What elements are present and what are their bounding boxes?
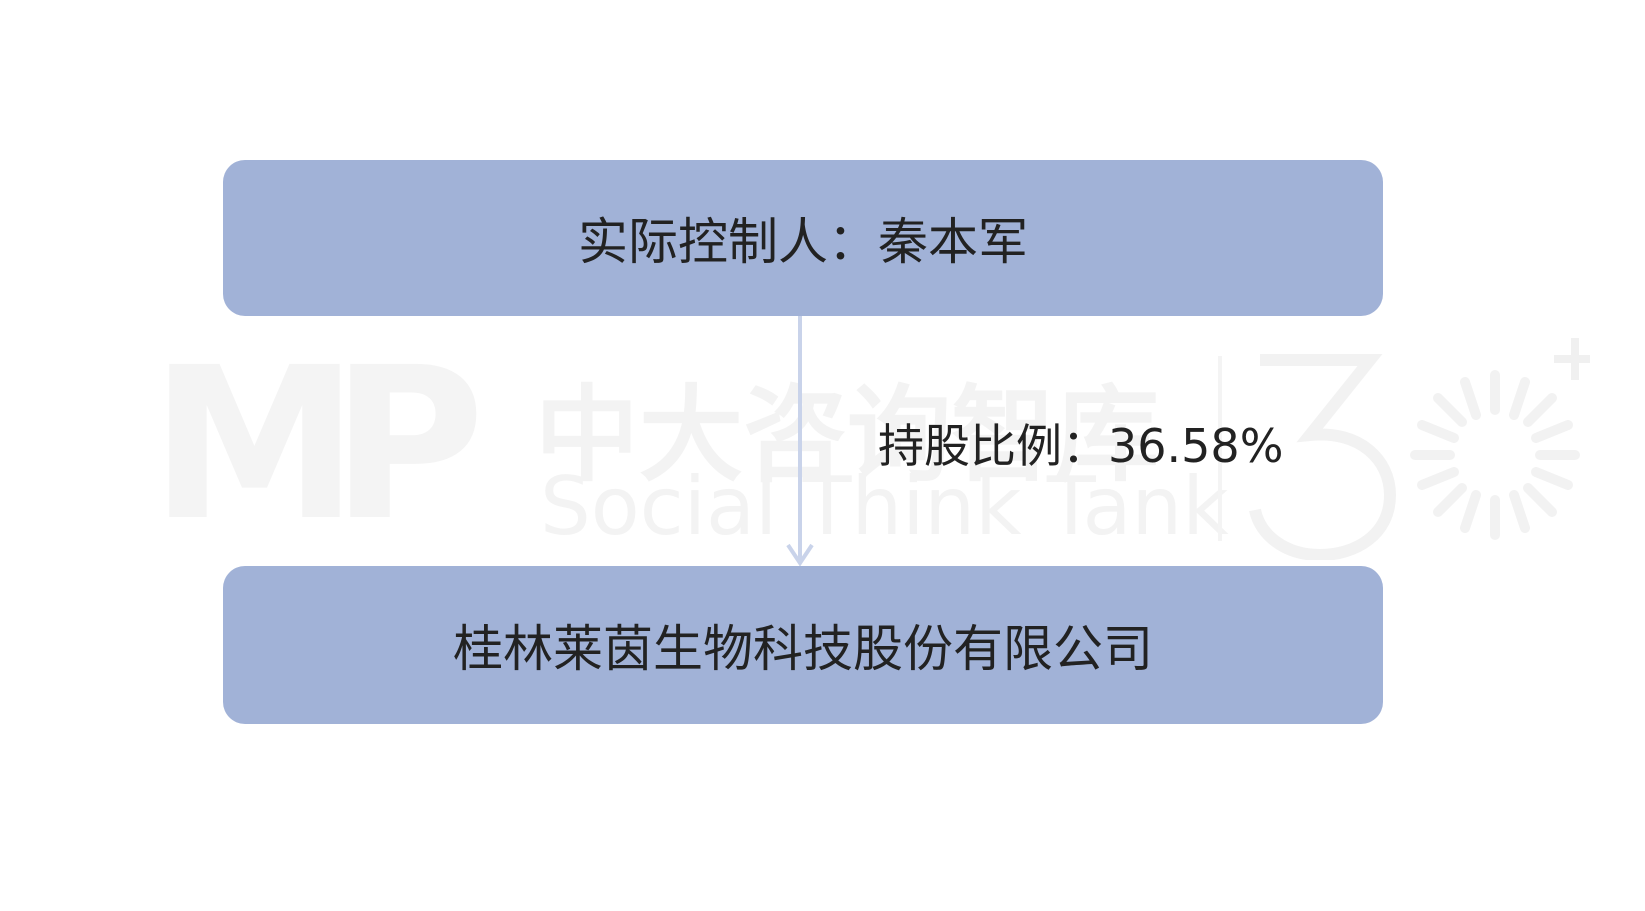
company-label: 桂林莱茵生物科技股份有限公司 — [453, 620, 1153, 678]
controller-label: 实际控制人：秦本军 — [578, 213, 1028, 271]
company-node: 桂林莱茵生物科技股份有限公司 — [223, 566, 1383, 724]
controller-node: 实际控制人：秦本军 — [223, 160, 1383, 316]
connector-arrowhead — [786, 543, 814, 567]
holding-ratio-label: 持股比例：36.58% — [878, 419, 1284, 473]
